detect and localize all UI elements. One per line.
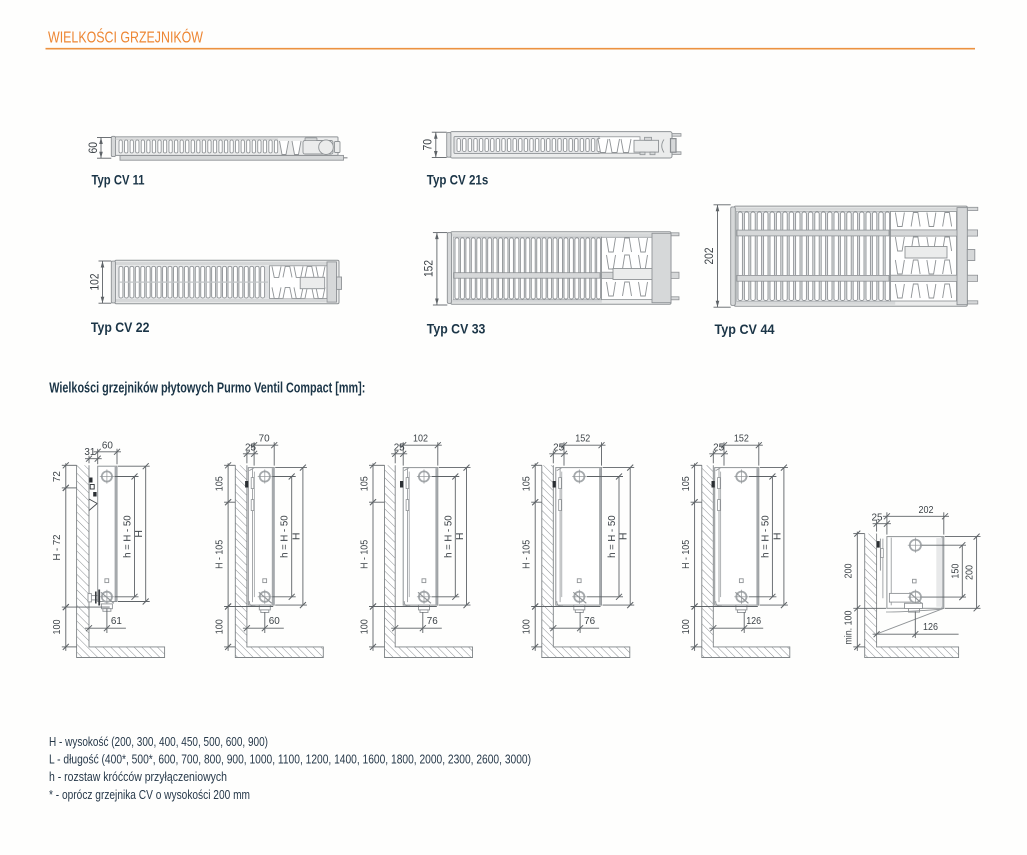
svg-text:L - długość (400*, 500*, 600,: L - długość (400*, 500*, 600, 700, 800, … <box>49 752 531 767</box>
svg-text:100: 100 <box>680 619 692 634</box>
svg-text:H: H <box>133 530 145 538</box>
svg-text:70: 70 <box>423 139 435 151</box>
svg-text:72: 72 <box>51 471 63 482</box>
svg-text:200: 200 <box>964 565 976 580</box>
svg-text:H - 72: H - 72 <box>51 534 63 560</box>
svg-text:202: 202 <box>704 248 716 265</box>
svg-text:150: 150 <box>949 564 961 579</box>
svg-text:102: 102 <box>413 433 428 445</box>
svg-text:h = H - 50: h = H - 50 <box>442 515 454 558</box>
svg-text:105: 105 <box>213 476 225 491</box>
svg-text:60: 60 <box>102 439 113 451</box>
svg-text:61: 61 <box>111 615 122 627</box>
svg-text:25: 25 <box>553 441 564 453</box>
svg-text:H - 105: H - 105 <box>213 540 225 569</box>
svg-text:152: 152 <box>575 433 590 445</box>
svg-text:70: 70 <box>259 433 270 445</box>
svg-text:25: 25 <box>394 441 405 453</box>
svg-text:102: 102 <box>89 274 101 291</box>
svg-text:Typ CV 33: Typ CV 33 <box>427 322 486 337</box>
svg-text:H: H <box>454 533 466 541</box>
svg-text:* - oprócz grzejnika CV o wyso: * - oprócz grzejnika CV o wysokości 200 … <box>49 787 250 802</box>
svg-text:25: 25 <box>872 511 883 523</box>
svg-text:H: H <box>771 533 783 541</box>
svg-text:100: 100 <box>521 619 533 634</box>
svg-text:202: 202 <box>919 504 934 516</box>
svg-text:31: 31 <box>84 446 95 458</box>
svg-text:WIELKOŚCI GRZEJNIKÓW: WIELKOŚCI GRZEJNIKÓW <box>48 28 204 47</box>
svg-text:H: H <box>618 533 630 541</box>
svg-text:Wielkości grzejników płytowych: Wielkości grzejników płytowych Purmo Ven… <box>49 380 365 396</box>
svg-text:100: 100 <box>213 619 225 634</box>
svg-text:Typ CV 11: Typ CV 11 <box>92 173 145 188</box>
svg-text:105: 105 <box>521 476 533 491</box>
svg-text:105: 105 <box>680 476 692 491</box>
svg-text:100: 100 <box>358 619 370 634</box>
svg-text:min. 100: min. 100 <box>843 610 855 644</box>
svg-text:126: 126 <box>746 615 761 627</box>
svg-text:Typ CV 21s: Typ CV 21s <box>427 173 489 188</box>
svg-text:126: 126 <box>923 621 938 633</box>
svg-text:152: 152 <box>734 433 749 445</box>
svg-text:H: H <box>290 533 302 541</box>
svg-text:60: 60 <box>88 142 100 154</box>
svg-text:200: 200 <box>843 563 855 578</box>
svg-text:H - wysokość (200, 300, 400, 4: H - wysokość (200, 300, 400, 450, 500, 6… <box>49 734 268 749</box>
svg-text:25: 25 <box>245 441 256 453</box>
svg-text:h = H - 50: h = H - 50 <box>279 515 291 558</box>
svg-text:Typ CV 44: Typ CV 44 <box>715 322 775 337</box>
svg-text:h = H - 50: h = H - 50 <box>122 515 134 558</box>
svg-text:H - 105: H - 105 <box>680 540 692 569</box>
svg-text:60: 60 <box>269 615 280 627</box>
svg-text:25: 25 <box>713 441 724 453</box>
svg-text:h = H - 50: h = H - 50 <box>606 515 618 558</box>
svg-text:105: 105 <box>358 476 370 491</box>
svg-text:h = H - 50: h = H - 50 <box>759 515 771 558</box>
svg-text:H - 105: H - 105 <box>521 540 533 569</box>
svg-text:76: 76 <box>427 615 438 627</box>
svg-text:100: 100 <box>51 619 63 634</box>
svg-text:Typ CV 22: Typ CV 22 <box>91 320 150 335</box>
svg-text:76: 76 <box>584 615 595 627</box>
svg-text:152: 152 <box>424 260 436 277</box>
svg-text:h - rozstaw króćców przyłączen: h - rozstaw króćców przyłączeniowych <box>49 769 227 784</box>
svg-text:H - 105: H - 105 <box>358 540 370 569</box>
